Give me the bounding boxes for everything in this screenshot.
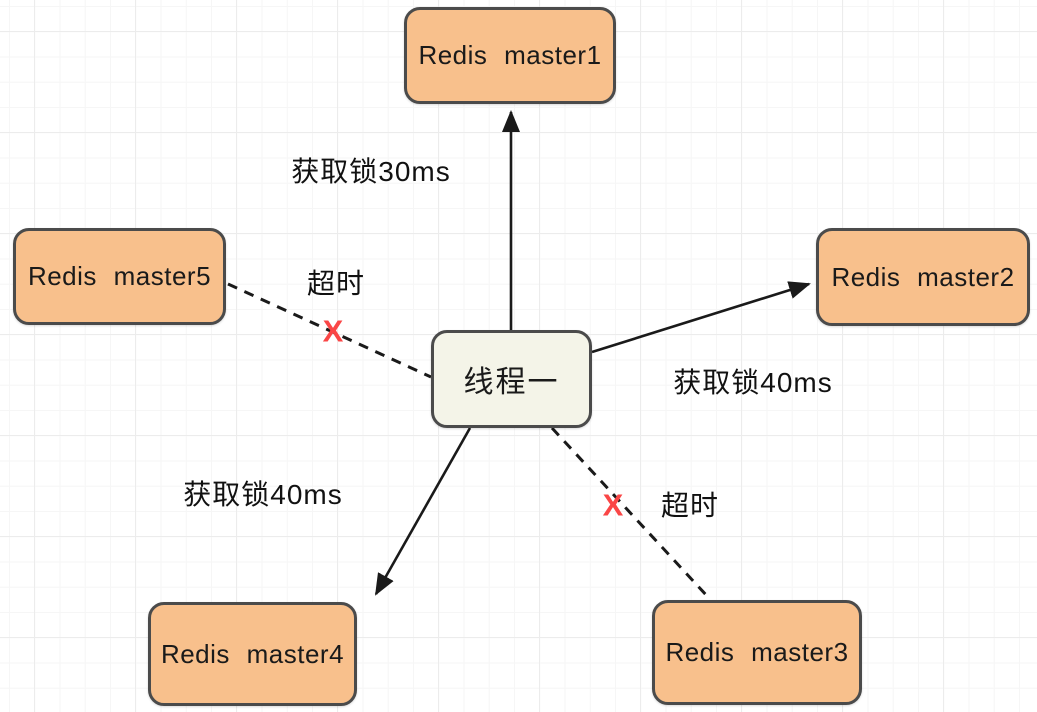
fail-x-mark-right: X xyxy=(602,487,624,523)
node-redis-master3-label: Redis master3 xyxy=(665,637,849,667)
edge-thread-master2 xyxy=(591,281,811,354)
edge-thread-master5-dashed xyxy=(227,282,432,379)
edge-thread-master4 xyxy=(374,427,472,596)
node-thread-one: 线程一 xyxy=(431,330,592,428)
node-redis-master5-label: Redis master5 xyxy=(27,261,212,291)
node-redis-master1: Redis master1 xyxy=(404,7,616,104)
edge-label-lock40ms-bottom-left: 获取锁40ms xyxy=(183,479,343,510)
node-redis-master5: Redis master5 xyxy=(13,228,226,325)
edge-thread-master3-dashed xyxy=(550,426,710,599)
node-redis-master2: Redis master2 xyxy=(816,228,1030,326)
node-redis-master2-label: Redis master2 xyxy=(831,261,1015,292)
edge-label-lock40ms-right: 获取锁40ms xyxy=(673,367,833,398)
edge-label-timeout-right: 超时 xyxy=(660,490,720,521)
fail-x-mark-left: X xyxy=(322,313,344,349)
node-redis-master4-label: Redis master4 xyxy=(160,638,345,669)
node-redis-master4: Redis master4 xyxy=(148,602,357,706)
node-thread-one-label: 线程一 xyxy=(463,366,560,399)
edge-label-lock30ms: 获取锁30ms xyxy=(291,156,451,187)
node-redis-master1-label: Redis master1 xyxy=(418,40,602,70)
node-redis-master3: Redis master3 xyxy=(652,600,862,705)
edge-label-timeout-left: 超时 xyxy=(306,268,366,299)
